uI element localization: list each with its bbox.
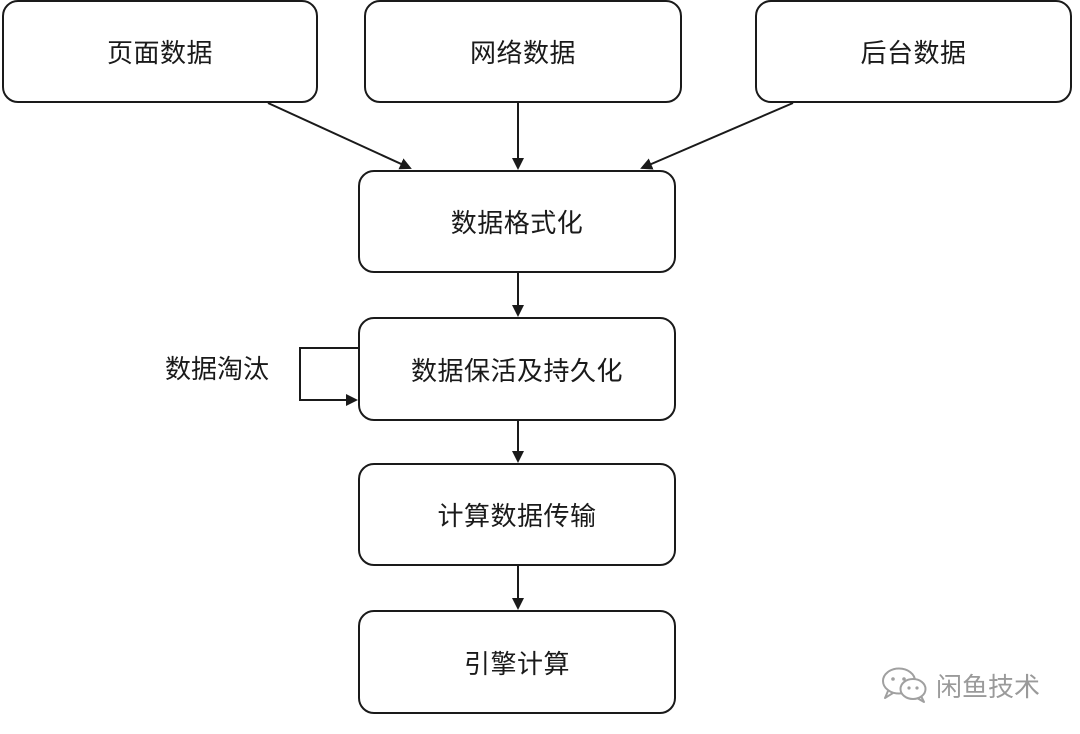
loop-label: 数据淘汰	[165, 355, 270, 385]
node-network-data-label: 网络数据	[469, 39, 576, 69]
wechat-icon	[882, 667, 927, 703]
edge-backend-to-format	[640, 102, 794, 170]
node-keep-alive: 数据保活及持久化	[358, 317, 676, 421]
edge-eviction-loop	[299, 347, 358, 406]
node-transfer-label: 计算数据传输	[437, 502, 597, 532]
node-formatting: 数据格式化	[358, 170, 676, 273]
node-page-data-label: 页面数据	[106, 39, 213, 69]
node-keep-alive-label: 数据保活及持久化	[410, 356, 623, 387]
node-network-data: 网络数据	[364, 0, 682, 103]
watermark: 闲鱼技术	[880, 666, 1040, 704]
node-page-data: 页面数据	[2, 0, 318, 103]
node-formatting-label: 数据格式化	[450, 209, 584, 239]
node-transfer: 计算数据传输	[358, 463, 676, 566]
node-engine: 引擎计算	[358, 610, 676, 714]
edge-page-to-format	[267, 102, 412, 170]
node-backend-data: 后台数据	[755, 0, 1072, 103]
node-backend-data-label: 后台数据	[860, 39, 967, 69]
node-engine-label: 引擎计算	[463, 649, 570, 680]
watermark-text: 闲鱼技术	[936, 672, 1041, 703]
